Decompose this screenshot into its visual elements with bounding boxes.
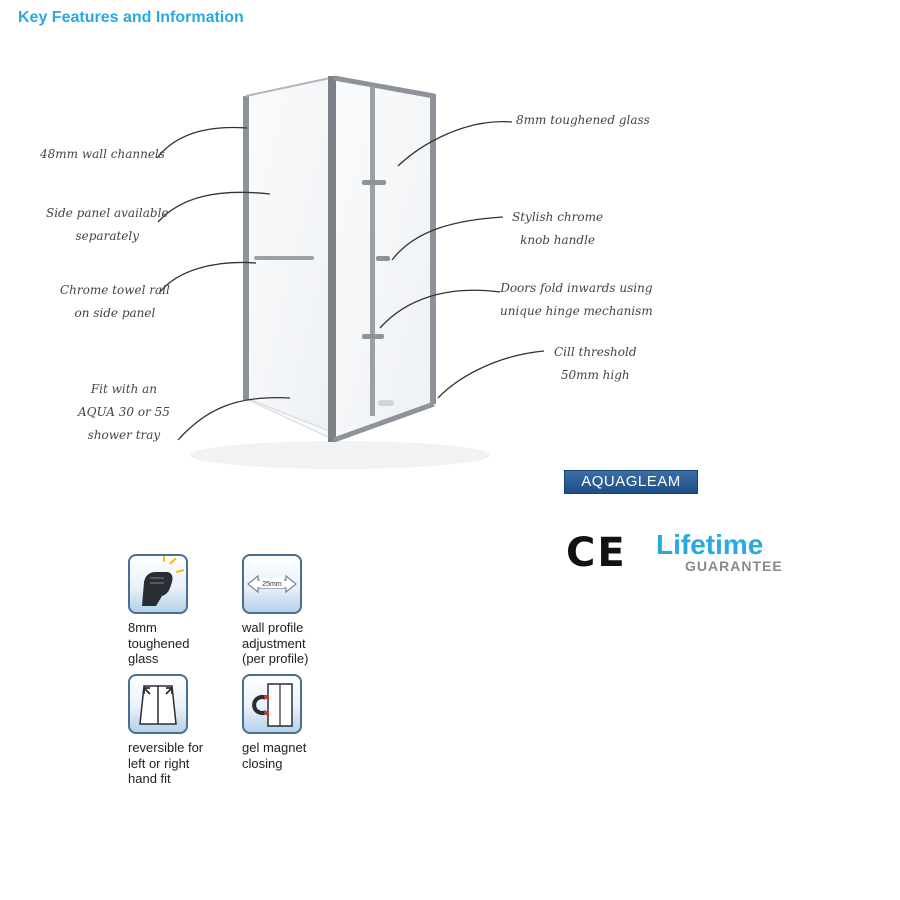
- guarantee-text: GUARANTEE: [685, 558, 783, 574]
- callout-side-panel: Side panel available separately: [46, 206, 169, 243]
- feature-reversible: reversible for left or right hand fit: [128, 674, 238, 787]
- callout-knob-handle: Stylish chrome knob handle: [512, 210, 604, 247]
- reversible-door-icon: [128, 674, 188, 734]
- callout-shower-tray: Fit with an AQUA 30 or 55 shower tray: [78, 382, 170, 442]
- magnet-door-icon: [242, 674, 302, 734]
- lifetime-text: Lifetime: [656, 529, 764, 560]
- callout-towel-rail: Chrome towel rail on side panel: [60, 283, 170, 320]
- shower-enclosure-diagram: [156, 75, 545, 469]
- feature-wall-profile: 25mm wall profile adjustment (per profil…: [242, 554, 352, 667]
- feature-toughened-glass: 8mm toughened glass: [128, 554, 238, 667]
- fist-glass-icon: [128, 554, 188, 614]
- callout-cill-threshold: Cill threshold 50mm high: [554, 345, 637, 382]
- callout-toughened-glass: 8mm toughened glass: [516, 113, 650, 127]
- feature-magnet-closing: gel magnet closing: [242, 674, 352, 771]
- ce-mark: CE: [566, 530, 627, 576]
- page-title: Key Features and Information: [18, 9, 244, 26]
- callout-wall-channels: 48mm wall channels: [40, 147, 165, 161]
- callout-fold-doors: Doors fold inwards using unique hinge me…: [500, 281, 653, 318]
- wall-profile-badge: 25mm: [262, 581, 282, 588]
- wall-profile-arrows-icon: 25mm: [242, 554, 302, 614]
- aquagleam-logo: AQUAGLEAM: [564, 470, 698, 494]
